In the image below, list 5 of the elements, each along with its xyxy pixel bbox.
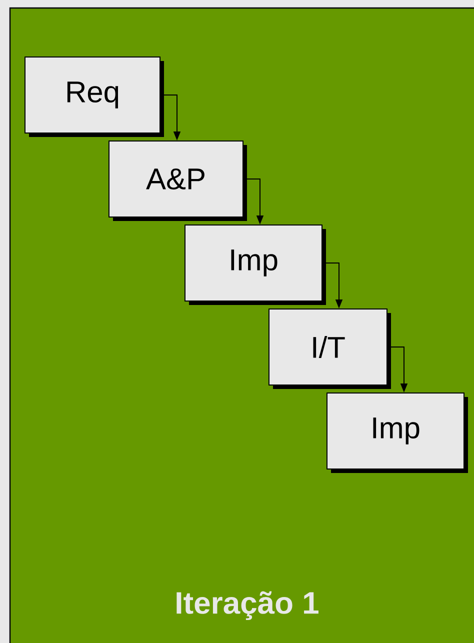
process-box: Req: [24, 56, 164, 137]
process-box: I/T: [268, 308, 391, 389]
process-box: Imp: [184, 224, 326, 305]
process-box: Imp: [326, 392, 468, 473]
process-box: A&P: [108, 140, 247, 221]
